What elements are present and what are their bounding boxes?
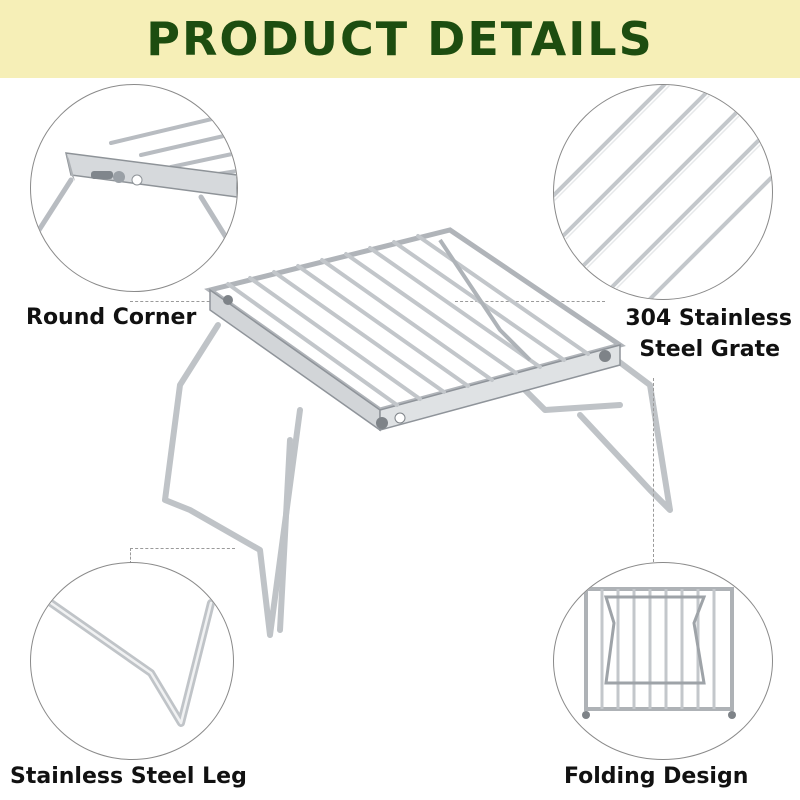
header-banner: PRODUCT DETAILS — [0, 0, 800, 78]
product-image-folding-grill-stand — [150, 210, 710, 660]
round-corner-pointer — [130, 301, 225, 302]
steel-leg-label: Stainless Steel Leg — [10, 764, 247, 789]
leg-pointer-vertical — [130, 548, 131, 564]
folding-design-label: Folding Design — [564, 764, 749, 789]
steel-grate-pointer — [455, 301, 605, 302]
steel-leg-detail-image — [30, 562, 234, 760]
folding-pointer — [653, 378, 654, 562]
leg-pointer-horizontal — [130, 548, 235, 549]
steel-grate-label-line1: 304 Stainless — [625, 306, 792, 331]
steel-grate-label-line2: Steel Grate — [639, 337, 780, 362]
steel-grate-detail-image — [553, 84, 773, 300]
round-corner-label: Round Corner — [26, 305, 197, 330]
page-title: PRODUCT DETAILS — [146, 12, 654, 66]
folding-design-detail-image — [553, 562, 773, 760]
